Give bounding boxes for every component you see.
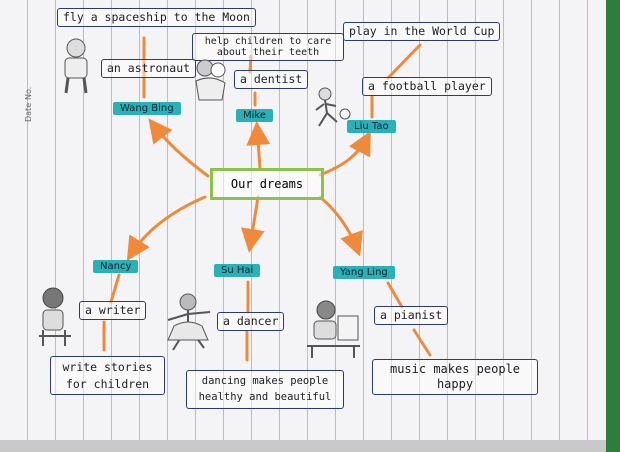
writer-sketch: [39, 287, 71, 346]
astronaut-sketch: [64, 38, 88, 94]
book-edge: [606, 0, 620, 452]
job-yang-ling: a pianist: [374, 306, 449, 325]
dream-wang-bing: fly a spaceship to the Moon: [57, 8, 256, 27]
dream-nancy: write stories for children: [50, 356, 165, 396]
name-yang-ling: Yang Ling: [333, 266, 395, 279]
dancer-sketch: [167, 293, 211, 351]
dream-mike: help children to care about their teeth: [192, 33, 344, 61]
name-wang-bing: Wang Bing: [113, 102, 181, 115]
dentist-sketch: [195, 59, 226, 101]
job-wang-bing: an astronaut: [101, 59, 197, 78]
job-nancy: a writer: [79, 301, 147, 320]
name-liu-tao: Liu Tao: [347, 120, 396, 133]
name-mike: Mike: [236, 109, 273, 122]
job-liu-tao: a football player: [362, 77, 492, 96]
page-number-label: No.: [24, 86, 33, 100]
name-nancy: Nancy: [93, 260, 139, 273]
pianist-sketch: [307, 300, 360, 358]
dream-liu-tao: play in the World Cup: [343, 22, 501, 41]
footballer-sketch: [315, 87, 351, 127]
job-su-hai: a dancer: [217, 312, 285, 331]
page-date-label: Date: [24, 102, 33, 122]
dream-yang-ling: music makes people happy: [372, 359, 538, 395]
name-su-hai: Su Hai: [214, 264, 261, 277]
job-mike: a dentist: [234, 70, 309, 89]
center-topic: Our dreams: [210, 168, 324, 200]
dream-su-hai: dancing makes people healthy and beautif…: [186, 370, 344, 409]
page-bottom-edge: [0, 440, 606, 452]
